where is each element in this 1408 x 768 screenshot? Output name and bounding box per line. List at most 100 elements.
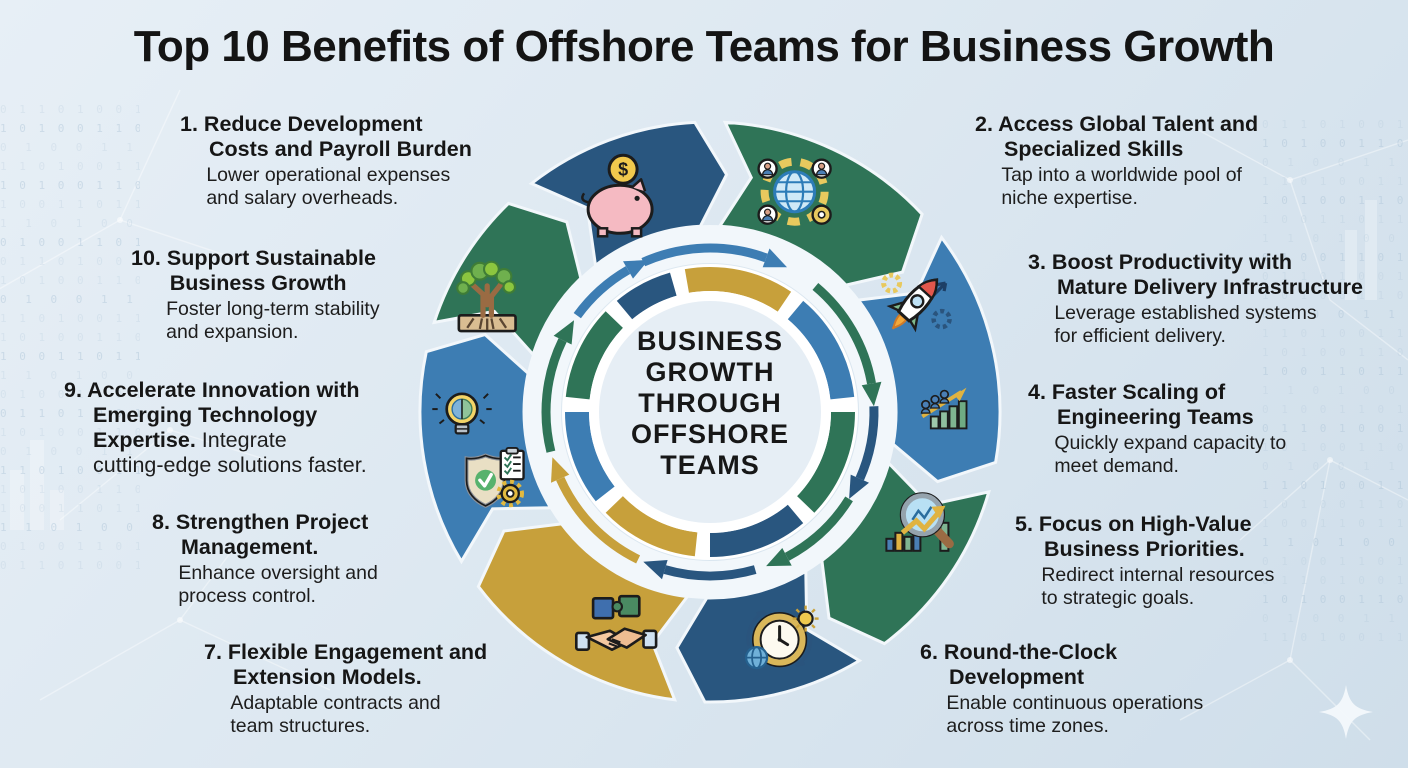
flow-arrow-arc <box>812 282 876 385</box>
digital-texture-left: 0 1 1 0 1 0 0 1 1 0 1 1 0 0 1 0 1 0 1 1 … <box>0 100 140 580</box>
piggy-bank-icon: $ <box>581 153 654 238</box>
benefit-description: Redirect internal resources to strategic… <box>1041 564 1275 610</box>
binary-row: 1 0 1 0 0 1 1 0 1 1 0 0 1 0 1 0 1 1 0 1 … <box>1262 498 1408 511</box>
benefit-description: Leverage established systems for efficie… <box>1054 302 1317 348</box>
arrow-ring <box>541 243 882 581</box>
binary-row: 1 0 1 0 0 1 1 0 1 1 0 0 1 0 1 0 1 1 0 1 … <box>0 331 140 344</box>
benefit-description: Foster long-term stability and expansion… <box>166 298 380 344</box>
inner-arc <box>796 411 855 513</box>
global-talent-icon <box>757 157 832 226</box>
benefit-number: 4. <box>1028 380 1046 404</box>
benefit-heading: 10. Support Sustainable Business Growth <box>131 246 521 296</box>
binary-row: 1 1 0 1 0 0 1 1 0 1 1 0 0 1 0 1 0 1 1 0 … <box>1262 175 1408 188</box>
team-scaling-icon <box>920 387 968 430</box>
inner-arc <box>684 267 792 312</box>
benefit-number: 10. <box>131 246 161 270</box>
benefit-description: Enable continuous operations across time… <box>946 692 1204 738</box>
idea-bulb-icon <box>432 392 492 435</box>
benefit-number: 9. <box>64 378 82 402</box>
flow-arrowhead-icon <box>762 248 787 268</box>
inner-arc <box>709 504 804 557</box>
binary-row: 1 0 1 0 0 1 1 0 1 1 0 0 1 0 1 0 1 1 0 1 … <box>0 575 140 580</box>
binary-row: 0 1 0 0 1 1 0 1 1 0 0 1 0 1 0 1 1 0 1 1 … <box>1262 403 1408 416</box>
binary-row: 1 0 1 0 0 1 1 0 1 1 0 0 1 0 1 0 1 1 0 1 … <box>1262 194 1408 207</box>
binary-row: 1 1 0 1 0 0 1 1 0 1 1 0 0 1 0 1 0 1 1 0 … <box>0 160 140 173</box>
binary-row: 0 1 0 0 1 1 0 1 1 0 0 1 0 1 0 1 1 0 1 1 … <box>1262 156 1408 169</box>
benefit-description: Lower operational expenses and salary ov… <box>206 164 451 210</box>
benefit-title: Focus on High-Value Business Priorities. <box>1038 512 1252 562</box>
sparkle-icon <box>1319 685 1373 739</box>
binary-row: 1 1 0 1 0 0 1 1 0 1 1 0 0 1 0 1 0 1 1 0 … <box>0 369 140 382</box>
binary-row: 1 1 0 1 0 0 1 1 0 1 1 0 0 1 0 1 0 1 1 0 … <box>1262 631 1408 644</box>
binary-row: 1 0 0 1 1 0 1 1 0 0 1 0 1 0 1 1 0 1 1 0 … <box>0 198 140 211</box>
binary-row: 1 0 1 0 0 1 1 0 1 1 0 0 1 0 1 0 1 1 0 1 … <box>0 122 140 135</box>
flow-arrowhead-icon <box>861 381 882 407</box>
benefit-heading: 5. Focus on High-Value Business Prioriti… <box>1015 512 1395 562</box>
binary-row: 1 1 0 1 0 0 1 1 0 1 1 0 0 1 0 1 0 1 1 0 … <box>1262 479 1408 492</box>
infographic-title: Top 10 Benefits of Offshore Teams for Bu… <box>133 22 1275 71</box>
handshake-icon <box>574 594 658 652</box>
rocket-icon <box>881 272 952 333</box>
binary-row: 0 1 0 0 1 1 0 1 1 0 0 1 0 1 0 1 1 0 1 1 … <box>0 388 140 401</box>
binary-row: 0 1 0 0 1 1 0 1 1 0 0 1 0 1 0 1 1 0 1 1 … <box>1262 251 1408 264</box>
benefit-number: 1. <box>180 112 198 136</box>
benefit-heading: 1. Reduce Development Costs and Payroll … <box>180 112 570 162</box>
binary-row: 0 1 0 0 1 1 0 1 1 0 0 1 0 1 0 1 1 0 1 1 … <box>1262 555 1408 568</box>
binary-row: 1 1 0 1 0 0 1 1 0 1 1 0 0 1 0 1 0 1 1 0 … <box>1262 232 1408 245</box>
binary-row: 1 0 1 0 0 1 1 0 1 1 0 0 1 0 1 0 1 1 0 1 … <box>0 483 140 496</box>
binary-row: 1 1 0 1 0 0 1 1 0 1 1 0 0 1 0 1 0 1 1 0 … <box>1262 327 1408 340</box>
benefit-item-1: 1. Reduce Development Costs and Payroll … <box>180 112 570 210</box>
binary-row: 0 1 0 0 1 1 0 1 1 0 0 1 0 1 0 1 1 0 1 1 … <box>0 540 140 553</box>
binary-row: 1 1 0 1 0 0 1 1 0 1 1 0 0 1 0 1 0 1 1 0 … <box>0 217 140 230</box>
benefit-heading: 2. Access Global Talent and Specialized … <box>975 112 1375 162</box>
benefit-title: Flexible Engagement and Extension Models… <box>227 640 488 690</box>
svg-text:$: $ <box>618 159 628 179</box>
binary-row: 0 1 1 0 1 0 0 1 1 0 1 1 0 0 1 0 1 0 1 1 … <box>0 407 140 420</box>
growth-tree-icon <box>456 260 517 333</box>
binary-row: 0 1 0 0 1 1 0 1 1 0 0 1 0 1 0 1 1 0 1 1 … <box>1262 308 1408 321</box>
flow-arrow-arc <box>663 565 757 581</box>
benefit-title: Support Sustainable Business Growth <box>166 246 376 296</box>
inner-arc <box>565 311 624 400</box>
inner-arc <box>787 300 855 400</box>
binary-row: 0 1 0 0 1 1 0 1 1 0 0 1 0 1 0 1 1 0 1 1 … <box>0 236 140 249</box>
benefit-title: Reduce Development Costs and Payroll Bur… <box>203 112 472 162</box>
benefit-heading: 4. Faster Scaling of Engineering Teams <box>1028 380 1408 430</box>
shield-check-icon <box>464 446 525 508</box>
binary-row: 1 1 0 1 0 0 1 1 0 1 1 0 0 1 0 1 0 1 1 0 … <box>1262 536 1408 549</box>
benefit-number: 2. <box>975 112 993 136</box>
flow-arrowhead-icon <box>551 457 570 483</box>
benefit-item-4: 4. Faster Scaling of Engineering Teams Q… <box>1028 380 1408 478</box>
benefit-number: 3. <box>1028 250 1046 274</box>
benefit-item-3: 3. Boost Productivity with Mature Delive… <box>1028 250 1408 348</box>
binary-row: 1 1 0 1 0 0 1 1 0 1 1 0 0 1 0 1 0 1 1 0 … <box>1262 384 1408 397</box>
binary-row: 0 1 1 0 1 0 0 1 1 0 1 1 0 0 1 0 1 0 1 1 … <box>1262 422 1408 435</box>
binary-row: 0 1 0 0 1 1 0 1 1 0 0 1 0 1 0 1 1 0 1 1 … <box>1262 612 1408 625</box>
binary-row: 1 0 1 0 0 1 1 0 1 1 0 0 1 0 1 0 1 1 0 1 … <box>1262 137 1408 150</box>
binary-row: 0 1 1 0 1 0 0 1 1 0 1 1 0 0 1 0 1 0 1 1 … <box>1262 574 1408 587</box>
benefit-number: 7. <box>204 640 222 664</box>
flow-arrow-arc <box>641 243 768 267</box>
flow-arrowhead-icon <box>643 560 668 580</box>
benefit-heading: 8. Strengthen Project Management. <box>152 510 532 560</box>
benefit-number: 8. <box>152 510 170 534</box>
inner-arc <box>616 272 677 320</box>
binary-row: 0 1 0 0 1 1 0 1 1 0 0 1 0 1 0 1 1 0 1 1 … <box>0 141 140 154</box>
flow-arrow-arc <box>556 476 641 564</box>
flow-arrowhead-icon <box>766 548 792 567</box>
binary-row: 1 1 0 1 0 0 1 1 0 1 1 0 0 1 0 1 0 1 1 0 … <box>0 312 140 325</box>
binary-row: 0 1 0 0 1 1 0 1 1 0 0 1 0 1 0 1 1 0 1 1 … <box>0 445 140 458</box>
market-analysis-icon <box>885 492 954 552</box>
benefit-title: Strengthen Project Management. <box>175 510 369 560</box>
binary-row: 1 0 1 0 0 1 1 0 1 1 0 0 1 0 1 0 1 1 0 1 … <box>1262 346 1408 359</box>
flow-arrow-arc <box>855 406 879 481</box>
benefit-description: Quickly expand capacity to meet demand. <box>1054 432 1287 478</box>
binary-row: 1 1 0 1 0 0 1 1 0 1 1 0 0 1 0 1 0 1 1 0 … <box>0 464 140 477</box>
binary-row: 1 0 1 0 0 1 1 0 1 1 0 0 1 0 1 0 1 1 0 1 … <box>1262 441 1408 454</box>
digital-texture-right: 0 1 1 0 1 0 0 1 1 0 1 1 0 0 1 0 1 0 1 1 … <box>1262 115 1408 645</box>
benefit-heading: 6. Round-the-Clock Development <box>920 640 1320 690</box>
binary-row: 1 0 1 0 0 1 1 0 1 1 0 0 1 0 1 0 1 1 0 1 … <box>1262 593 1408 606</box>
